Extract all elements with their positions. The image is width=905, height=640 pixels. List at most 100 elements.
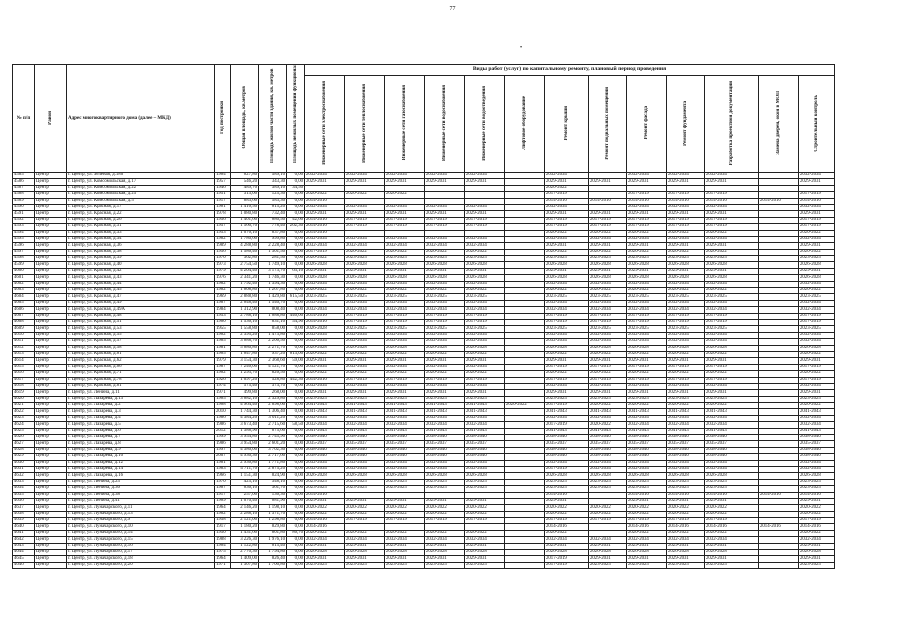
- cell-work-period: 2023-2025: [798, 255, 835, 263]
- cell-work-period: 2023-2025: [798, 561, 835, 570]
- cell-work-period: 2032-2034: [798, 465, 835, 474]
- cell-work-period: 2041-2043: [798, 408, 835, 416]
- cell-work-period: 2026-2028: [798, 261, 835, 269]
- header-total-area: Общая площадь, кв.метров: [230, 64, 259, 173]
- cell-year: 1971: [214, 561, 231, 570]
- cell-work-period: 2014-2016: [798, 491, 835, 499]
- cell-work-period: 2023-2025: [666, 561, 705, 570]
- cell-work-period: [758, 561, 799, 570]
- cell-work-period: 2026-2028: [798, 274, 835, 282]
- header-work-9: Ремонт фундамента: [666, 75, 705, 173]
- cell-work-period: 2029-2031: [798, 267, 835, 276]
- cell-work-period: 2023-2025: [798, 325, 835, 333]
- cell-work-period: 2017-2019: [544, 561, 589, 570]
- cell-work-period: 2020-2022: [798, 504, 835, 512]
- cell-work-period: 2023-2025: [798, 478, 835, 487]
- header-work-11: Замена дверей, окон в МОП: [758, 75, 799, 173]
- cell-total-area: 1 307,80: [230, 561, 259, 570]
- header-work-8: Ремонт фасада: [626, 75, 667, 173]
- header-work-10: Разработка проектной документации: [704, 75, 759, 173]
- header-work-6: Ремонт крыши: [544, 75, 589, 173]
- cell-work-period: 2029-2031: [798, 497, 835, 506]
- cell-work-period: 2023-2025: [384, 561, 425, 570]
- cell-district: Центр: [34, 561, 67, 570]
- cell-work-period: 2023-2025: [798, 293, 835, 301]
- cell-work-period: 2026-2028: [798, 344, 835, 352]
- cell-work-period: 2023-2025: [626, 561, 667, 570]
- header-work-5: Лифтовое оборудование: [504, 75, 545, 173]
- header-works-group: Виды работ (услуг) по капитальному ремон…: [304, 64, 835, 76]
- cell-work-period: 2032-2034: [798, 338, 835, 346]
- header-no: № п/п: [12, 64, 35, 173]
- cell-work-period: 2032-2034: [798, 299, 835, 308]
- header-work-7: Ремонт подвальных помещений: [588, 75, 627, 173]
- header-work-0: Инженерные сети электроснабжения: [304, 75, 345, 173]
- header-nonliving-area: Площадь нежилых помещений функциональног…: [286, 64, 305, 173]
- cell-work-period: 2023-2025: [344, 561, 385, 570]
- cell-work-period: 2017-2019: [798, 363, 835, 372]
- header-work-12: Строительный контроль: [798, 75, 835, 173]
- cell-work-period: 2032-2034: [798, 414, 835, 423]
- cell-work-period: 2023-2025: [424, 561, 465, 570]
- cell-work-period: 2038-2040: [798, 446, 835, 455]
- cell-work-period: 2020-2022: [798, 370, 835, 378]
- cell-work-period: 2017-2019: [798, 318, 835, 327]
- cell-work-period: 2032-2034: [798, 331, 835, 340]
- page-mark: •: [520, 45, 523, 51]
- header-work-4: Инженерные сети водоотведения: [464, 75, 505, 173]
- cell-work-period: 2020-2022: [798, 286, 835, 295]
- cell-work-period: 2023-2025: [588, 561, 627, 570]
- cell-work-period: 2020-2022: [798, 350, 835, 359]
- cell-address: г. Центр, ул. Луначарского, д.20: [66, 561, 215, 570]
- cell-work-period: 2026-2028: [798, 472, 835, 480]
- cell-nonliving-area: 442,30: [286, 376, 305, 384]
- cell-work-period: 2029-2031: [798, 357, 835, 365]
- cell-nonliving-area: 613,00: [286, 350, 305, 359]
- cell-work-period: 2038-2040: [798, 453, 835, 461]
- cell-work-period: 2023-2025: [464, 561, 505, 570]
- cell-nonliving-area: 262,30: [286, 223, 305, 231]
- cell-work-period: 2041-2043: [798, 427, 835, 436]
- cell-work-period: 2032-2034: [798, 280, 835, 289]
- cell-work-period: 2032-2034: [798, 382, 835, 391]
- header-work-3: Инженерные сети водоснабжения: [424, 75, 465, 173]
- cell-work-period: 2023-2025: [304, 561, 345, 570]
- cell-work-period: 2020-2022: [798, 402, 835, 410]
